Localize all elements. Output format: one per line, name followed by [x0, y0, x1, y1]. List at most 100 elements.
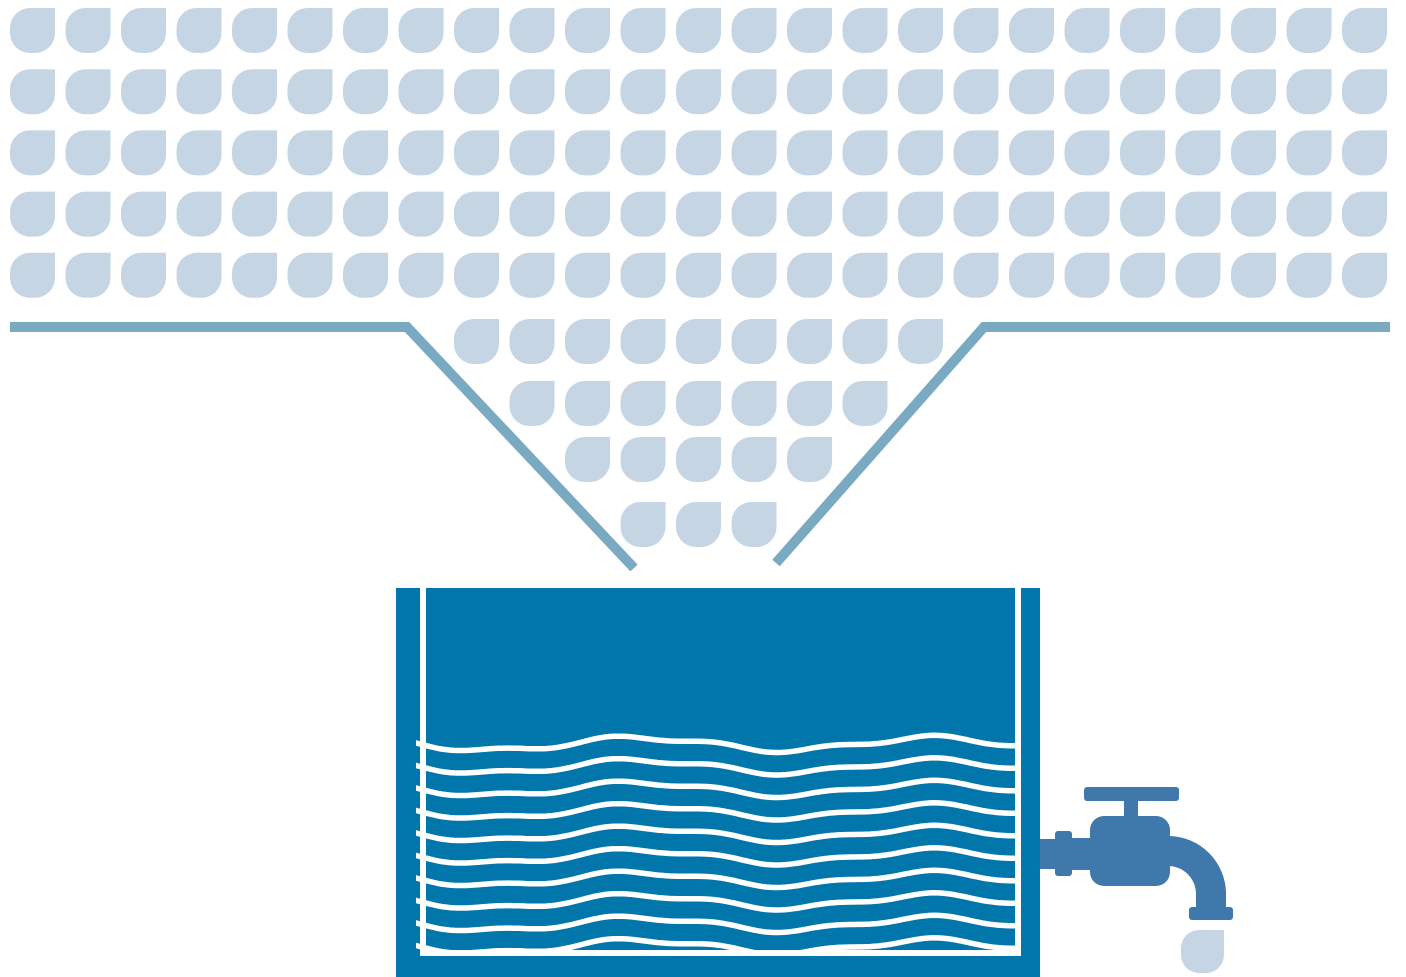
raindrop-icon	[1065, 8, 1110, 53]
raindrop-icon	[621, 253, 666, 298]
raindrop-icon	[1342, 130, 1387, 175]
raindrop-icon	[288, 8, 333, 53]
raindrop-icon	[1176, 8, 1221, 53]
raindrop-icon	[1342, 253, 1387, 298]
raindrop-icon	[1120, 192, 1165, 237]
raindrop-icon	[1120, 130, 1165, 175]
raindrop-icon	[787, 69, 832, 114]
raindrop-icon	[954, 8, 999, 53]
raindrop-icon	[510, 8, 555, 53]
raindrop-icon	[288, 69, 333, 114]
raindrop-icon	[1009, 69, 1054, 114]
raindrop-icon	[1342, 69, 1387, 114]
raindrop-icon	[66, 8, 111, 53]
raindrop-icon	[1065, 69, 1110, 114]
raindrop-icon	[343, 130, 388, 175]
raindrop-icon	[177, 192, 222, 237]
funnel-left-edge	[10, 327, 634, 568]
raindrop-icon	[510, 319, 555, 364]
raindrop-icon	[232, 192, 277, 237]
faucet-spout	[1168, 836, 1226, 909]
raindrop-icon	[399, 192, 444, 237]
raindrop-icon	[343, 253, 388, 298]
raindrop-icon	[232, 253, 277, 298]
raindrop-icon	[732, 253, 777, 298]
raindrop-icon	[1231, 69, 1276, 114]
raindrop-icon	[510, 381, 555, 426]
raindrop-icon	[510, 253, 555, 298]
faucet-nut	[1055, 831, 1072, 876]
raindrop-icon	[676, 319, 721, 364]
raindrop-icon	[1120, 69, 1165, 114]
raindrop-icon	[10, 130, 55, 175]
raindrop-icon	[565, 130, 610, 175]
raindrop-icon	[232, 130, 277, 175]
raindrop-icon	[843, 192, 888, 237]
raindrop-icon	[10, 192, 55, 237]
raindrop-icon	[121, 8, 166, 53]
raindrop-icon	[565, 8, 610, 53]
raindrop-icon	[565, 69, 610, 114]
faucet-handle	[1084, 787, 1179, 801]
raindrop-icon	[66, 130, 111, 175]
raindrop-icon	[621, 381, 666, 426]
raindrop-icon	[954, 253, 999, 298]
raindrop-icon	[732, 319, 777, 364]
raindrop-icon	[843, 381, 888, 426]
water-tank-icon	[396, 588, 1040, 977]
raindrop-icon	[621, 8, 666, 53]
raindrop-icon	[676, 8, 721, 53]
raindrop-icon	[732, 192, 777, 237]
raindrop-icon	[621, 502, 666, 547]
raindrop-icon	[898, 8, 943, 53]
raindrop-icon	[232, 69, 277, 114]
raindrop-icon	[1009, 192, 1054, 237]
raindrop-icon	[232, 8, 277, 53]
raindrop-icon	[1231, 192, 1276, 237]
raindrop-icon	[787, 381, 832, 426]
raindrop-icon	[1287, 69, 1332, 114]
raindrop-icon	[1231, 253, 1276, 298]
raindrop-icon	[565, 319, 610, 364]
raindrop-icon	[121, 253, 166, 298]
raindrop-icon	[843, 130, 888, 175]
raindrop-icon	[121, 69, 166, 114]
raindrop-icon	[454, 319, 499, 364]
raindrop-icon	[676, 130, 721, 175]
raindrop-icon	[1287, 8, 1332, 53]
raindrop-icon	[343, 192, 388, 237]
raindrop-icon	[676, 381, 721, 426]
raindrop-icon	[510, 130, 555, 175]
raindrop-icon	[732, 8, 777, 53]
raindrop-icon	[732, 437, 777, 482]
raindrop-icon	[843, 69, 888, 114]
raindrop-icon	[177, 69, 222, 114]
raindrop-icon	[787, 8, 832, 53]
raindrop-icon	[898, 130, 943, 175]
raindrop-icon	[1065, 253, 1110, 298]
faucet-valve-body	[1090, 816, 1170, 886]
raindrop-icon	[898, 192, 943, 237]
raindrop-icon	[565, 381, 610, 426]
raindrop-icon	[1287, 192, 1332, 237]
raindrop-icon	[1287, 130, 1332, 175]
raindrop-icon	[1009, 8, 1054, 53]
raindrop-icon	[1176, 192, 1221, 237]
raindrop-icon	[288, 253, 333, 298]
raindrop-icon	[288, 130, 333, 175]
raindrop-icon	[399, 130, 444, 175]
raindrop-icon	[177, 8, 222, 53]
raindrop-icon	[732, 502, 777, 547]
faucet-spout-tip	[1189, 907, 1233, 920]
raindrop-icon	[954, 130, 999, 175]
raindrop-icon	[1065, 192, 1110, 237]
raindrop-icon	[454, 130, 499, 175]
faucet-stem	[1124, 800, 1138, 818]
faucet-icon	[1040, 787, 1233, 973]
raindrop-icon	[510, 192, 555, 237]
raindrop-icon	[621, 192, 666, 237]
raindrop-icon	[1176, 130, 1221, 175]
raindrop-icon	[732, 130, 777, 175]
raindrop-icon	[1065, 130, 1110, 175]
